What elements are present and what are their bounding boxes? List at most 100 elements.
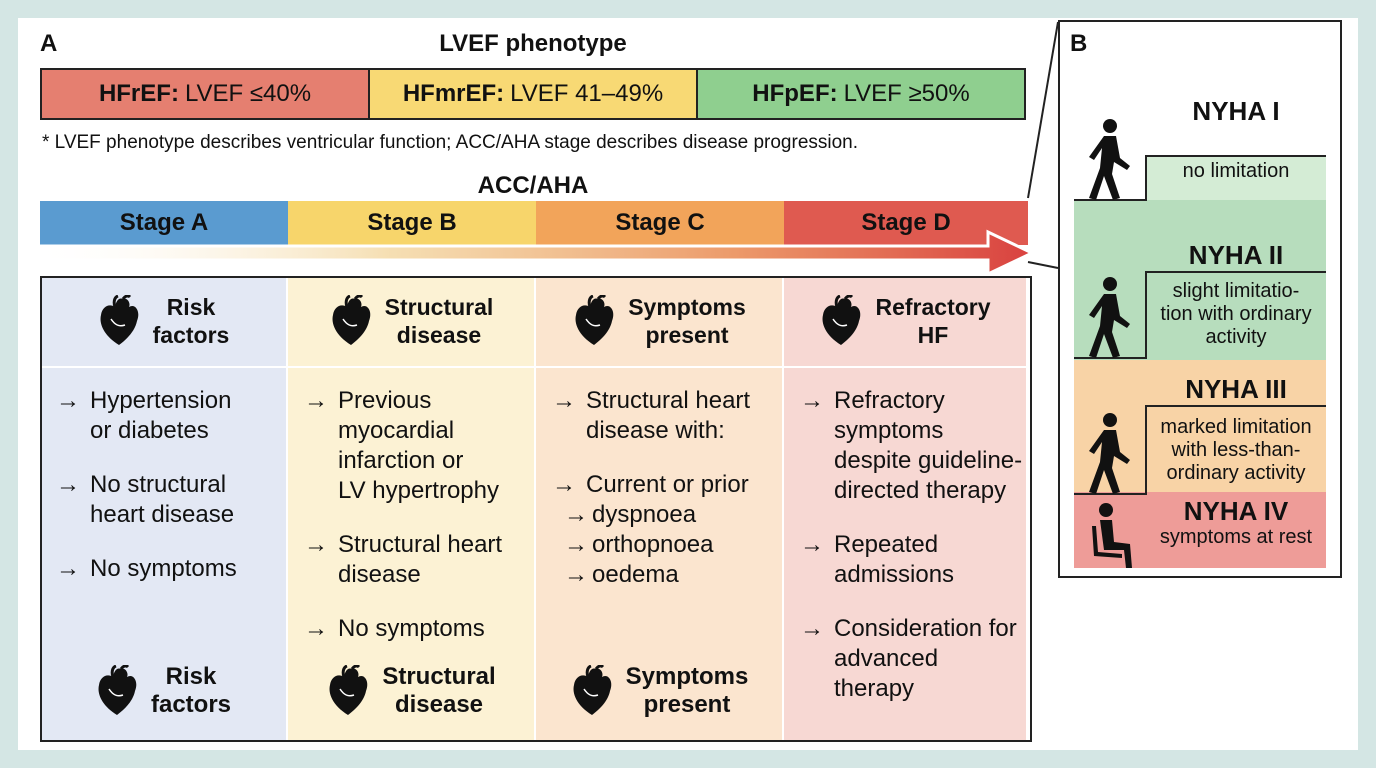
arrow-right-icon: → [800, 387, 824, 414]
criteria-line: despite guideline- [834, 447, 1023, 474]
criteria-subitem-text: dyspnoea [592, 501, 697, 528]
nyha-iii-line: ordinary activity [1166, 462, 1306, 484]
heart-icon [100, 295, 138, 345]
hfpef-name: HFpEF: [752, 80, 838, 107]
criteria-line: disease with: [586, 417, 725, 444]
panel-b-letter: B [1070, 30, 1088, 57]
nyha-iv-text: symptoms at rest [1146, 526, 1326, 549]
arrow-right-icon: → [56, 387, 80, 414]
stage-summary-line: HF [917, 322, 949, 348]
criteria-line: Hypertension [90, 387, 232, 414]
stage-summary-line: factors [152, 322, 230, 348]
criteria-text: Consideration for advanced therapy [834, 614, 1017, 704]
hfmref-name: HFmrEF: [402, 80, 505, 107]
criteria-line: myocardial [338, 417, 455, 444]
criteria-text: Structural heart disease [338, 530, 502, 590]
lvef-phenotype-bar: HFrEF:LVEF ≤40% HFmrEF:LVEF 41–49% HFpEF… [40, 68, 1026, 120]
walking-person-icon [1089, 119, 1130, 200]
criteria-line: Previous [338, 387, 432, 414]
criteria-line: No symptoms [90, 555, 237, 582]
criteria-item: → Consideration for advanced therapy [800, 614, 1026, 704]
nyha-i-line: no limitation [1182, 160, 1290, 182]
nyha-i-title: NYHA I [1192, 96, 1280, 126]
progression-arrow [40, 229, 1036, 277]
criteria-line: therapy [834, 675, 915, 702]
criteria-item: → Repeated admissions [800, 530, 1026, 590]
walking-person-icon [1089, 277, 1130, 358]
criteria-item: →No symptoms [304, 614, 534, 644]
nyha-i-text: no limitation [1146, 160, 1326, 183]
arrow-right-icon: → [552, 471, 576, 498]
hfref-value: LVEF ≤40% [184, 80, 312, 107]
panel-a-letter: A [40, 30, 58, 57]
criteria-subitem-text: oedema [592, 561, 679, 588]
criteria-line: disease [338, 561, 421, 588]
nyha-iii-title: NYHA III [1185, 374, 1287, 404]
hfmref-segment: HFmrEF:LVEF 41–49% [370, 70, 698, 118]
heart-icon [329, 665, 368, 715]
stage-bottom-line: Symptoms [625, 663, 749, 690]
arrow-right-icon: → [552, 387, 576, 414]
criteria-line: or diabetes [90, 417, 209, 444]
stage-bottom-line: disease [394, 691, 484, 718]
stage-bottom-line: factors [150, 691, 232, 718]
criteria-text: Hypertension or diabetes [90, 386, 231, 446]
criteria-text: Current or prior→dyspnoea→orthopnoea→oed… [564, 470, 749, 590]
stage-summary-line: Refractory [875, 294, 991, 320]
criteria-line: Current or prior [586, 471, 749, 498]
criteria-line: Consideration for [834, 615, 1017, 642]
criteria-item: →No symptoms [56, 554, 286, 584]
criteria-item: →Current or prior→dyspnoea→orthopnoea→oe… [552, 470, 782, 590]
stage-bottom-line: present [643, 691, 731, 718]
arrow-right-icon: → [800, 531, 824, 558]
criteria-line: Structural heart [586, 387, 751, 414]
criteria-line: LV hypertrophy [338, 477, 499, 504]
stage-header: Stage A [40, 201, 288, 245]
stage-bottom-line: Structural [382, 663, 496, 690]
nyha-iii-line: with less-than- [1171, 439, 1301, 461]
hfref-segment: HFrEF:LVEF ≤40% [42, 70, 370, 118]
heart-icon [822, 295, 861, 345]
criteria-line: No symptoms [338, 615, 485, 642]
nyha-ii-line: activity [1205, 326, 1267, 348]
arrow-right-icon: → [800, 615, 824, 642]
stage-header: Stage C [536, 201, 784, 245]
criteria-subitem-text: orthopnoea [592, 531, 714, 558]
criteria-line: directed therapy [834, 477, 1007, 504]
stage-summary-line: disease [396, 322, 482, 348]
heart-icon [575, 295, 614, 345]
criteria-line: Repeated [834, 531, 939, 558]
heart-icon [332, 295, 370, 345]
nyha-iv-line: symptoms at rest [1159, 526, 1313, 548]
criteria-subitem: →dyspnoea [564, 500, 749, 530]
criteria-line: Structural heart [338, 531, 503, 558]
nyha-iii-line: marked limitation [1160, 416, 1312, 438]
criteria-text: No symptoms [90, 554, 237, 584]
criteria-line: advanced [834, 645, 939, 672]
acc-aha-title: ACC/AHA [477, 172, 589, 199]
nyha-ii-title: NYHA II [1188, 240, 1284, 270]
criteria-line: admissions [834, 561, 955, 588]
criteria-line: symptoms [834, 417, 944, 444]
nyha-ii-text: slight limitatio- tion with ordinary act… [1146, 280, 1326, 349]
criteria-item: → Hypertension or diabetes [56, 386, 286, 446]
lvef-phenotype-title: LVEF phenotype [439, 30, 627, 57]
hfpef-segment: HFpEF:LVEF ≥50% [698, 70, 1024, 118]
